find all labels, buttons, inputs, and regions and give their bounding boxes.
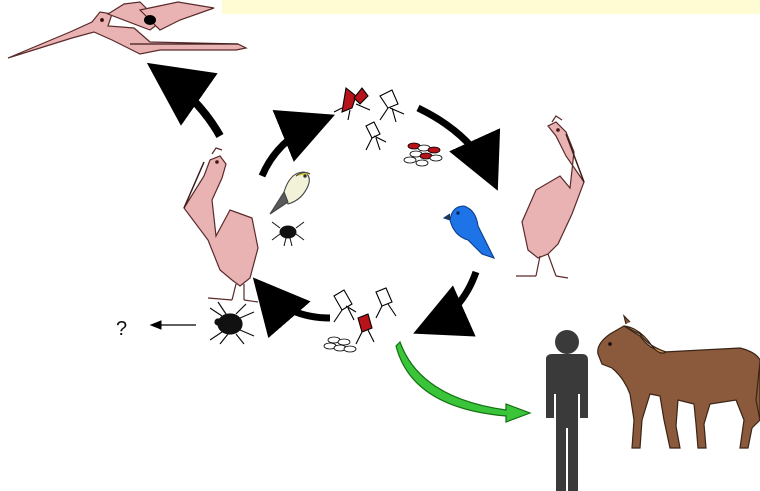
wading-bird-icon (516, 116, 584, 278)
arrow-cycle-2 (418, 108, 492, 178)
mosquito-icon (366, 122, 386, 150)
wading-bird-icon (184, 148, 258, 302)
spillover-arrow (396, 342, 530, 422)
horse-icon (598, 316, 760, 448)
header-banner (222, 0, 760, 14)
tick-icon (272, 222, 304, 246)
tick-icon (210, 302, 254, 344)
mosquito-icon (334, 88, 404, 122)
mosquito-icon (356, 314, 374, 344)
unknown-outcome-label: ? (116, 318, 127, 341)
arrow-cycle-3 (426, 272, 476, 328)
songbird-icon (270, 172, 310, 214)
arrow-to-flying-bird (160, 72, 220, 136)
arrow-cycle-4 (262, 288, 330, 318)
arrow-cycle-1 (262, 120, 322, 176)
egg-cluster-icon (324, 337, 356, 352)
flying-wading-bird-icon (8, 2, 246, 58)
egg-cluster-icon (404, 143, 442, 166)
human-icon (546, 330, 588, 491)
blue-bird-icon (444, 206, 494, 258)
